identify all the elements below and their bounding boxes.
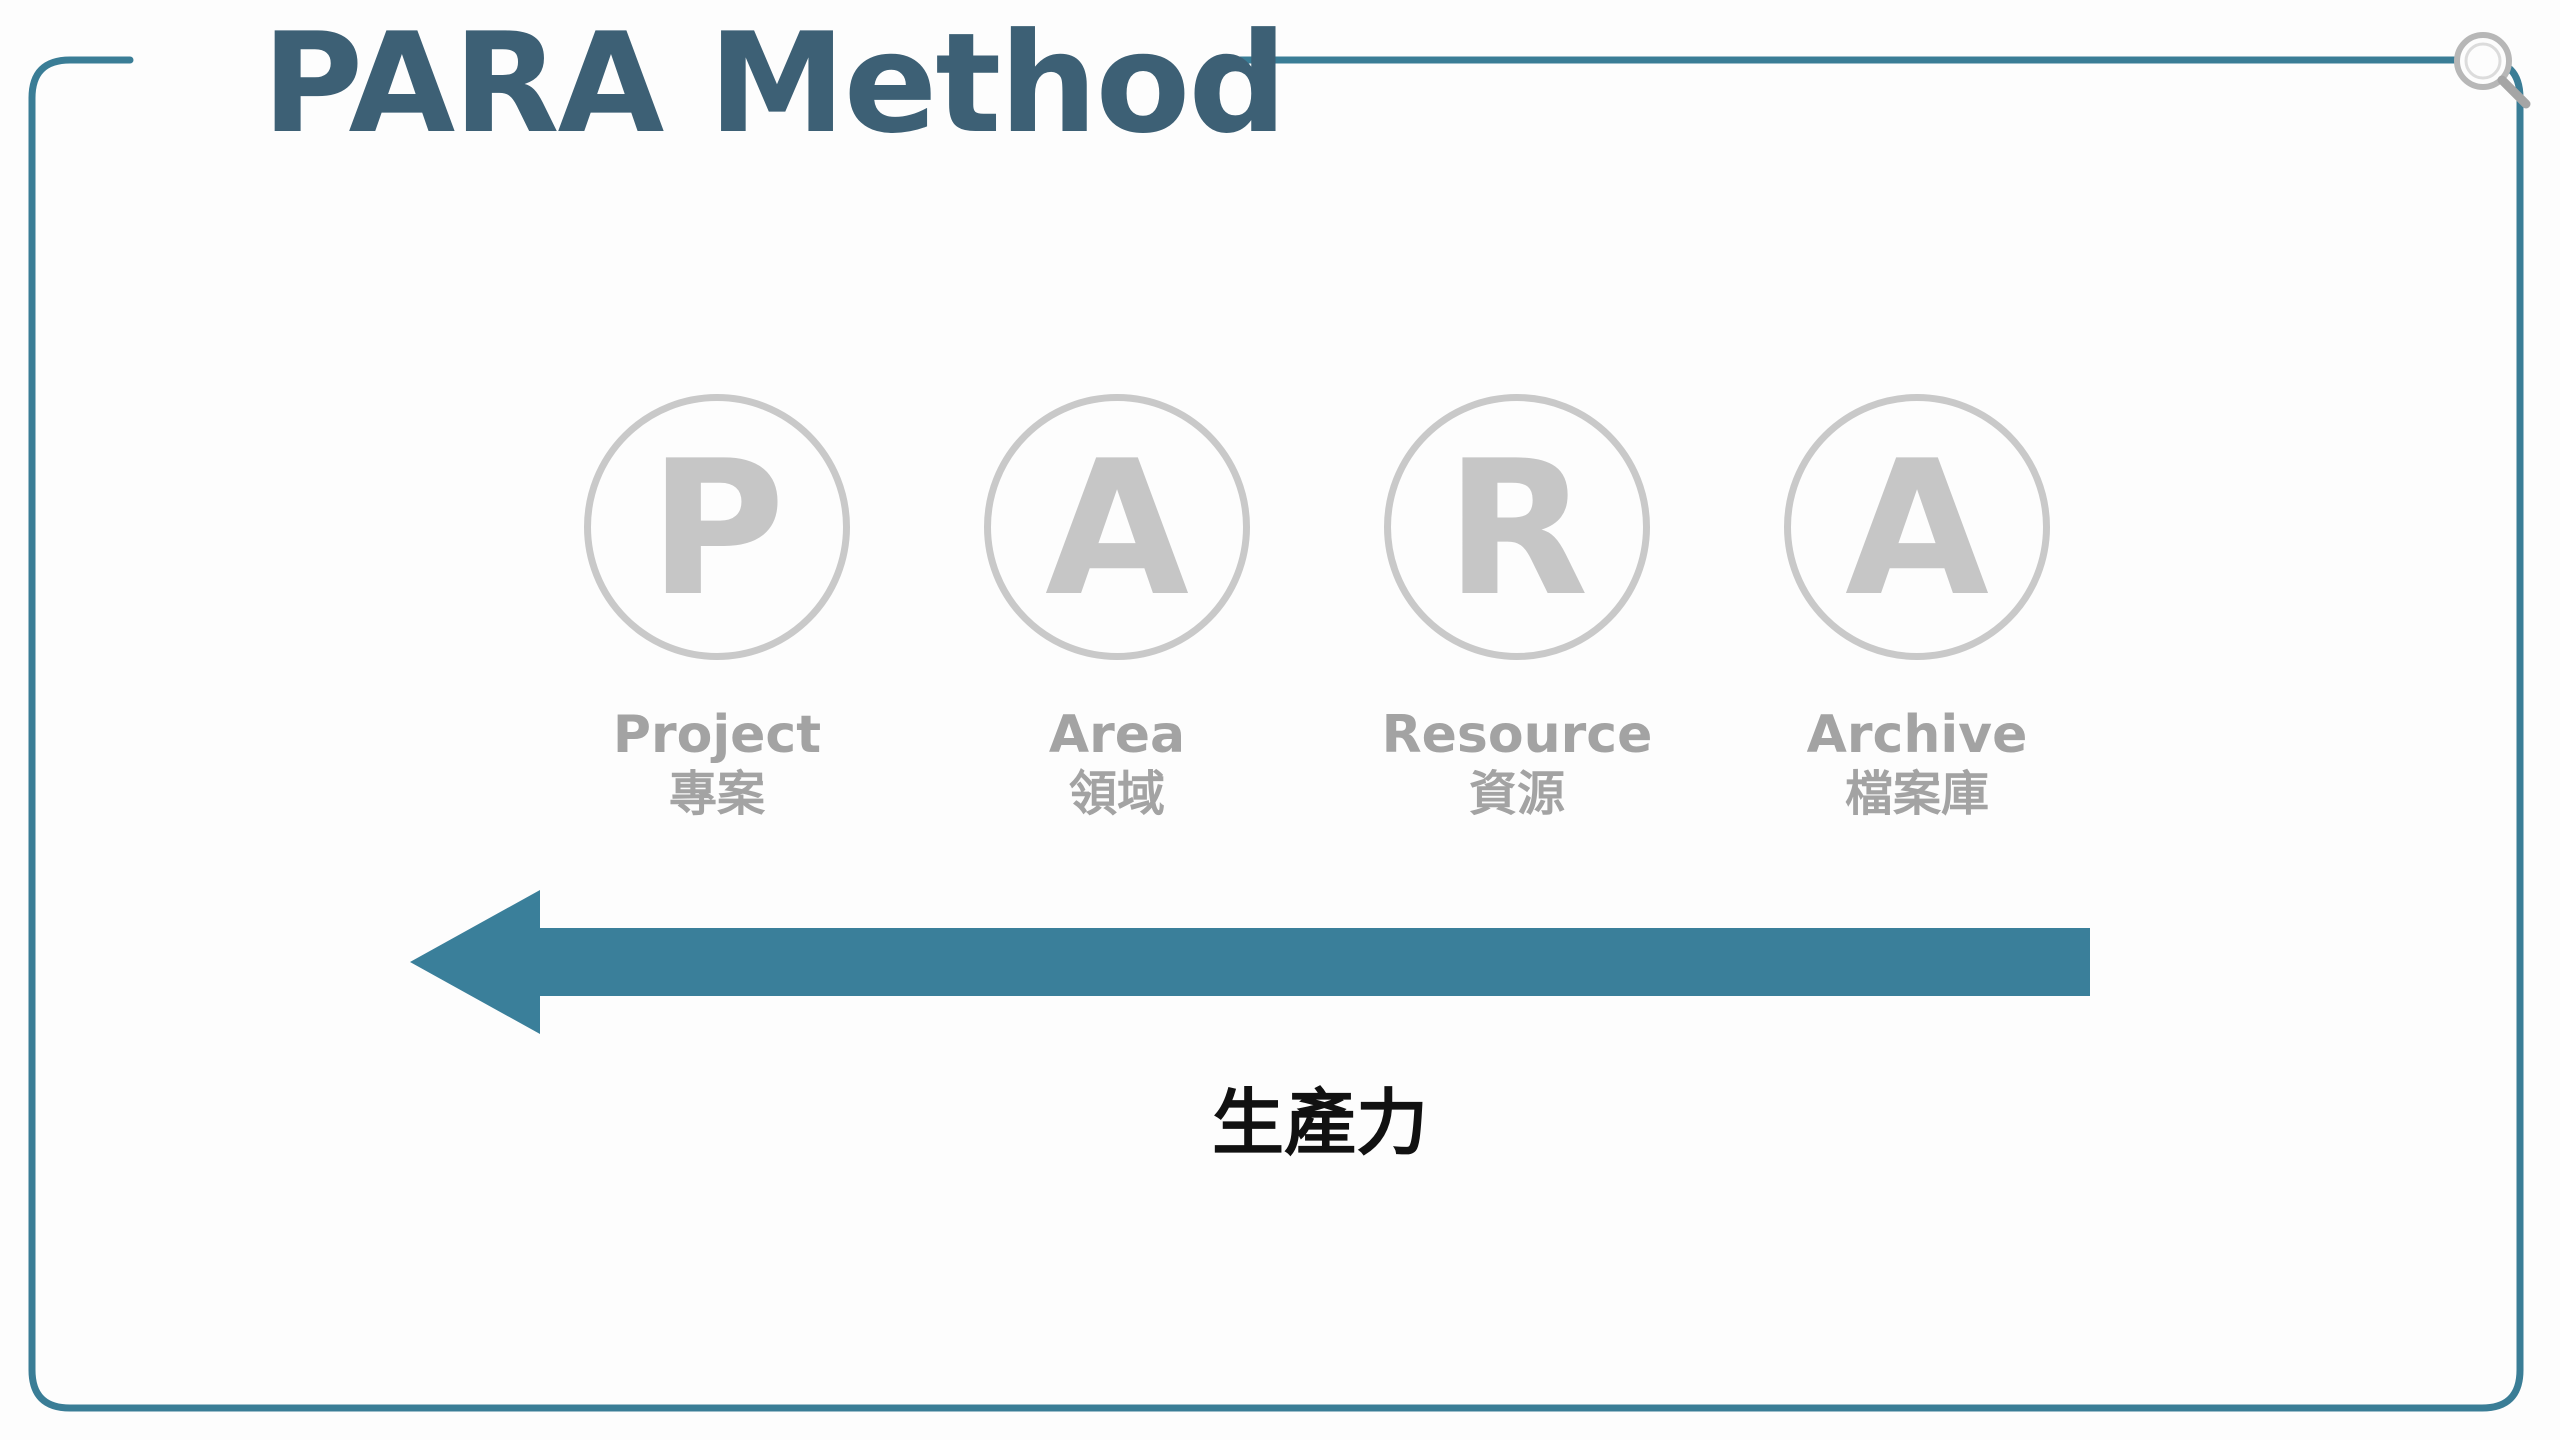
item-label-en: Area: [1048, 705, 1186, 765]
item-label-zh: 專案: [668, 765, 765, 822]
productivity-caption: 生產力: [1211, 1081, 1428, 1165]
magnifier-icon: [2454, 32, 2531, 109]
item-label-zh: 檔案庫: [1844, 765, 1989, 822]
letter-circle: A: [984, 394, 1250, 660]
para-item-resource: R Resource 資源: [1357, 394, 1677, 823]
letter-circle: R: [1384, 394, 1650, 660]
letter-circle: A: [1784, 394, 2050, 660]
para-item-area: A Area 領域: [957, 394, 1277, 823]
circle-letter: P: [648, 420, 786, 637]
slide-title: PARA Method: [262, 3, 1287, 164]
circle-letter: A: [1845, 420, 1989, 637]
item-label-en: Project: [612, 705, 822, 765]
item-label-en: Archive: [1806, 705, 2028, 765]
item-label-zh: 領域: [1068, 765, 1165, 822]
item-label-en: Resource: [1381, 705, 1653, 765]
letter-circle: P: [584, 394, 850, 660]
para-item-project: P Project 專案: [557, 394, 877, 823]
item-label-zh: 資源: [1468, 765, 1565, 822]
left-arrow: [410, 890, 2090, 1034]
circle-letter: R: [1445, 420, 1589, 637]
circle-letter: A: [1045, 420, 1189, 637]
para-item-archive: A Archive 檔案庫: [1757, 394, 2077, 823]
